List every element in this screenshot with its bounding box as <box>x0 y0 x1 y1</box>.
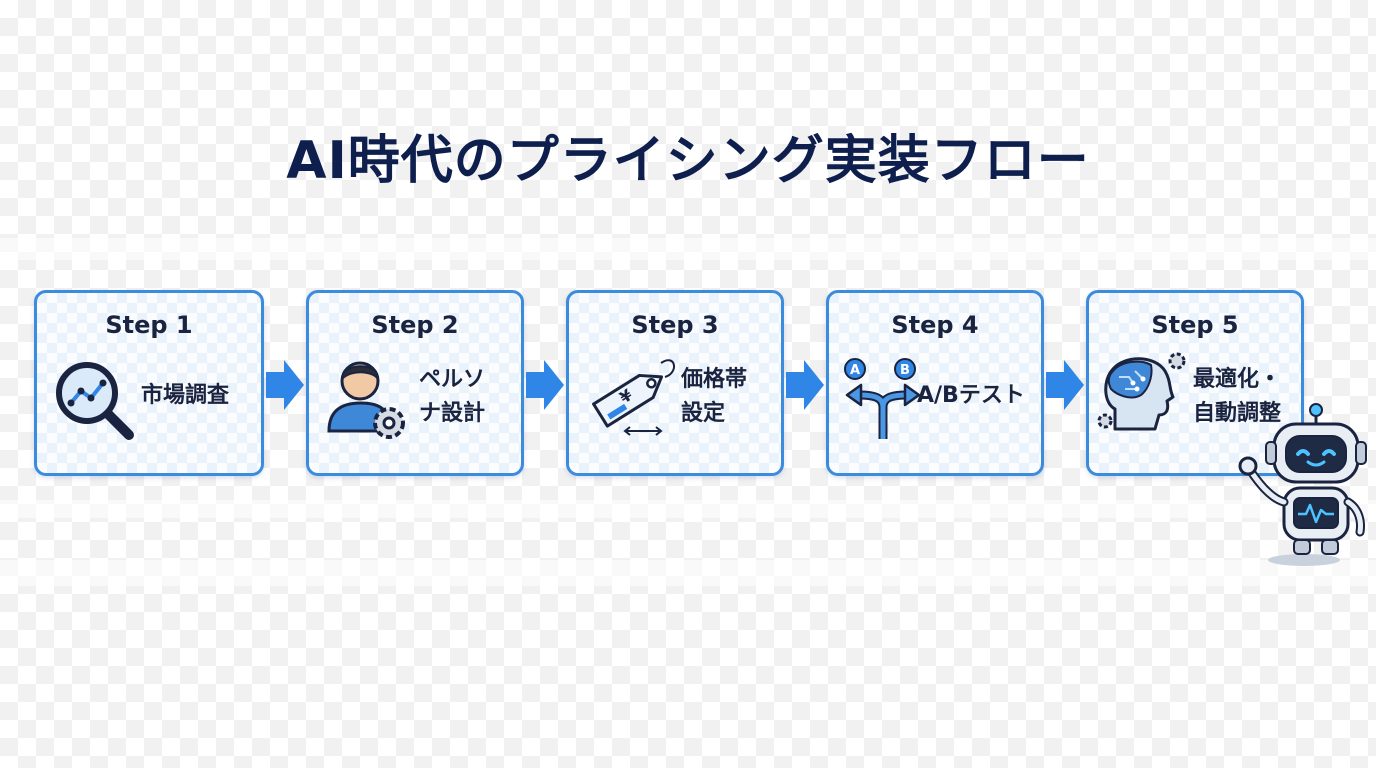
step-text-line: ペルソ <box>419 367 486 392</box>
step-text: 市場調査 <box>141 379 229 413</box>
yen-price-tag-icon: ¥ <box>592 359 675 436</box>
right-arrow-icon <box>786 360 824 410</box>
ai-head-gears-icon <box>1097 352 1186 431</box>
right-arrow-icon <box>526 360 564 410</box>
step-label: Step 4 <box>891 311 979 339</box>
page-title: AI時代のプライシング実装フロー <box>286 131 1090 191</box>
robot-mascot-icon <box>1238 403 1367 566</box>
badge-a: A <box>850 363 860 378</box>
step-text-line: 自動調整 <box>1193 401 1282 426</box>
step-card-4: Step 4 A B A/Bテスト <box>826 290 1044 476</box>
background-band <box>0 560 1376 586</box>
step-text-line: 設定 <box>681 401 726 426</box>
badge-b: B <box>900 363 910 378</box>
step-label: Step 1 <box>105 311 193 339</box>
step-label: Step 3 <box>631 311 719 339</box>
step-text-line: ナ設計 <box>419 401 486 426</box>
background-band <box>0 238 1376 260</box>
step-label: Step 5 <box>1151 311 1239 339</box>
step-text-line: 市場調査 <box>141 383 230 408</box>
step-card-2: Step 2 ペルソ ナ設計 <box>306 290 524 476</box>
step-text-line: A/Bテスト <box>917 383 1025 408</box>
person-gear-icon <box>327 361 405 439</box>
step-text: A/Bテスト <box>917 379 1025 413</box>
ab-split-arrow-icon: A B <box>844 358 921 439</box>
right-arrow-icon <box>1046 360 1084 410</box>
step-text: 価格帯 設定 <box>681 363 747 431</box>
right-arrow-icon <box>266 360 304 410</box>
step-text: ペルソ ナ設計 <box>419 363 485 431</box>
magnifier-chart-icon <box>56 362 134 440</box>
step-card-3: Step 3 ¥ 価格帯 設定 <box>566 290 784 476</box>
step-text: 最適化・ 自動調整 <box>1193 363 1281 431</box>
step-text-line: 価格帯 <box>681 367 748 392</box>
step-label: Step 2 <box>371 311 459 339</box>
background-band <box>0 500 1376 518</box>
step-text-line: 最適化・ <box>1193 367 1282 392</box>
step-card-1: Step 1 市場調査 <box>34 290 264 476</box>
